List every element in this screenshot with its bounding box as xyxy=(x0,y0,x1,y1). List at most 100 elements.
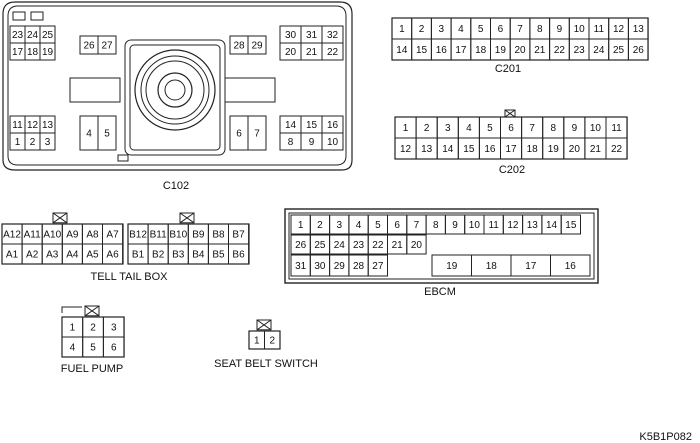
pin-cell: 1 xyxy=(9,132,26,151)
pin-cell: 22 xyxy=(321,42,344,61)
pin-number: 15 xyxy=(463,144,475,155)
c102-window-right xyxy=(224,77,276,103)
pin-number: 14 xyxy=(285,120,297,131)
pin-number: 2 xyxy=(269,336,275,347)
pin-number: 20 xyxy=(411,240,423,251)
pin-cell: 5 xyxy=(367,214,389,235)
pin-number: 12 xyxy=(27,120,39,131)
pin-cell: 6 xyxy=(229,115,249,151)
lock-tab-icon xyxy=(256,319,272,331)
pin-number: 3 xyxy=(336,220,342,231)
pin-cell: 7 xyxy=(247,115,267,151)
pin-number: 23 xyxy=(12,30,24,41)
pin-cell: 1 xyxy=(394,116,417,139)
pin-number: 10 xyxy=(590,123,602,134)
pin-number: 10 xyxy=(469,220,481,231)
pin-cell: B9 xyxy=(187,223,209,245)
pin-cell: 14 xyxy=(279,115,302,134)
pin-cell: 20 xyxy=(509,38,531,61)
pin-cell: 29 xyxy=(247,35,267,55)
pin-number: 20 xyxy=(285,47,297,58)
pin-cell: 9 xyxy=(563,116,586,139)
pin-number: 3 xyxy=(111,323,117,334)
pin-cell: A9 xyxy=(61,223,83,245)
pin-number: 8 xyxy=(288,137,294,148)
pin-number: 21 xyxy=(534,45,546,56)
pin-cell: B10 xyxy=(167,223,189,245)
pin-cell: 15 xyxy=(411,38,432,61)
pin-cell: 15 xyxy=(300,115,323,134)
pin-number: 13 xyxy=(42,120,54,131)
pin-number: 15 xyxy=(306,120,318,131)
pin-number: 15 xyxy=(416,45,428,56)
pin-number: A7 xyxy=(106,230,119,241)
pin-cell: 2 xyxy=(309,214,331,235)
pin-number: 17 xyxy=(455,45,467,56)
pin-cell: 17 xyxy=(9,42,26,61)
pin-number: 23 xyxy=(574,45,586,56)
c102-center-inner xyxy=(129,44,221,151)
pin-cell: 16 xyxy=(321,115,344,134)
pin-number: 23 xyxy=(353,240,365,251)
pin-cell: 3 xyxy=(102,316,125,338)
pin-cell: 17 xyxy=(500,137,523,160)
pin-number: 25 xyxy=(314,240,326,251)
pin-cell: 4 xyxy=(348,214,369,235)
pin-cell: 13 xyxy=(627,17,649,40)
pin-cell: A4 xyxy=(61,243,83,265)
pin-cell: 19 xyxy=(39,42,56,61)
pin-cell: 10 xyxy=(584,116,607,139)
c102-key-bottom xyxy=(117,154,129,162)
pin-number: 1 xyxy=(298,220,304,231)
pin-cell: 26 xyxy=(290,234,311,255)
pin-cell: 27 xyxy=(97,35,117,55)
pin-cell: A2 xyxy=(21,243,43,265)
pin-cell: 12 xyxy=(502,214,524,235)
pin-cell: 15 xyxy=(457,137,480,160)
pin-cell: 22 xyxy=(549,38,570,61)
pin-number: 22 xyxy=(372,240,384,251)
pin-cell: 20 xyxy=(279,42,302,61)
pin-cell-border xyxy=(39,42,56,61)
pin-cell-border xyxy=(247,35,267,55)
pin-cell: 3 xyxy=(329,214,350,235)
pin-number: A11 xyxy=(24,230,41,241)
pin-cell: 28 xyxy=(348,254,369,277)
pin-cell: 18 xyxy=(470,38,491,61)
pin-number: 1 xyxy=(15,137,21,148)
pin-cell: 21 xyxy=(300,42,323,61)
pin-cell: B8 xyxy=(207,223,229,245)
pin-cell: 31 xyxy=(300,25,323,44)
pin-cell: 9 xyxy=(300,132,323,151)
pin-cell: 10 xyxy=(464,214,485,235)
pin-cell: 15 xyxy=(560,214,582,235)
pin-cell: 10 xyxy=(321,132,344,151)
c102-boss-center xyxy=(164,79,186,101)
pin-number: B1 xyxy=(132,250,145,261)
pin-cell: 11 xyxy=(483,214,504,235)
pin-cell: 18 xyxy=(471,254,512,277)
pin-number: 12 xyxy=(400,144,412,155)
pin-number: 13 xyxy=(633,24,645,35)
pin-cell: B7 xyxy=(228,223,250,245)
pin-number: 19 xyxy=(42,47,54,58)
pin-cell: 5 xyxy=(478,116,501,139)
pin-cell: 21 xyxy=(584,137,607,160)
pin-number: 20 xyxy=(569,144,581,155)
pin-number: 8 xyxy=(550,123,556,134)
pin-number: 3 xyxy=(445,123,451,134)
pin-cell-border xyxy=(102,336,125,358)
pin-number: 7 xyxy=(517,24,523,35)
pin-number: 9 xyxy=(309,137,315,148)
pin-number: 25 xyxy=(613,45,625,56)
c102-latch-left xyxy=(12,11,26,21)
pin-number: 5 xyxy=(478,24,484,35)
pin-number: 4 xyxy=(86,129,92,140)
pin-number: A9 xyxy=(66,230,79,241)
pin-cell: 8 xyxy=(529,17,551,40)
ebcm-label: EBCM xyxy=(424,286,456,298)
pin-number: 14 xyxy=(442,144,454,155)
pin-cell: 5 xyxy=(470,17,491,40)
